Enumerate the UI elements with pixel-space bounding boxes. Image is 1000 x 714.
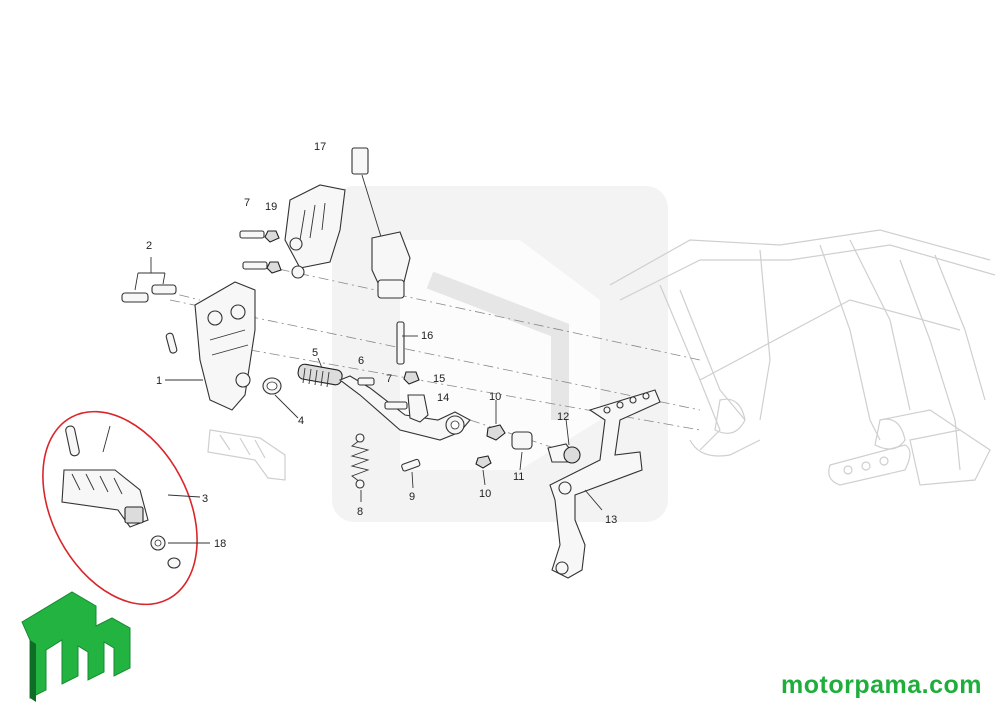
- callout-7-upper: 7: [244, 197, 250, 209]
- heel-guard-master-cylinder: [284, 147, 411, 299]
- shift-lever: [297, 357, 471, 441]
- callout-1: 1: [156, 375, 162, 387]
- callout-4: 4: [298, 415, 304, 427]
- mp-logo: [21, 591, 131, 702]
- callout-3: 3: [202, 493, 208, 505]
- callout-2: 2: [146, 240, 152, 252]
- bolts-upper: [239, 230, 282, 274]
- callout-10-lower: 10: [479, 488, 491, 500]
- callout-19: 19: [265, 201, 277, 213]
- spring-18: [150, 535, 210, 569]
- small-hardware: [357, 321, 429, 423]
- spring-and-bolt: [350, 433, 421, 502]
- callout-12: 12: [557, 411, 569, 423]
- motorpama-watermark-logo: [332, 186, 668, 522]
- footrest-bracket: [165, 281, 256, 411]
- website-link[interactable]: motorpama.com: [781, 671, 982, 699]
- callout-9: 9: [409, 491, 415, 503]
- frame-outline: [609, 229, 996, 486]
- callout-14: 14: [437, 392, 449, 404]
- footrest-assembly: [61, 425, 201, 528]
- callout-16: 16: [421, 330, 433, 342]
- footrest-ghost: [207, 429, 286, 481]
- pivot-hardware: [475, 400, 581, 486]
- bolts-2: [121, 257, 177, 303]
- washer-4: [262, 377, 299, 419]
- linkage-plate: [549, 389, 661, 579]
- highlight-circle: [42, 410, 198, 606]
- callout-17: 17: [314, 141, 326, 153]
- callout-8: 8: [357, 506, 363, 518]
- callout-6: 6: [358, 355, 364, 367]
- callout-10-upper: 10: [489, 391, 501, 403]
- callout-13: 13: [605, 514, 617, 526]
- callout-7-lower: 7: [386, 373, 392, 385]
- callout-labels: 17 7 19 2 16 5 6 15 1 7 14 10 12 4 3 8 9…: [146, 141, 617, 550]
- callout-5: 5: [312, 347, 318, 359]
- callout-15: 15: [433, 373, 445, 385]
- callout-18: 18: [214, 538, 226, 550]
- callout-11: 11: [513, 471, 524, 483]
